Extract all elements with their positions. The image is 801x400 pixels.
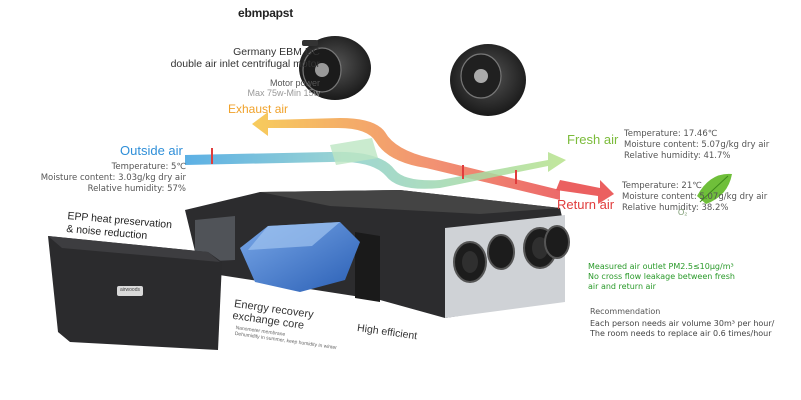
panel-badge-text: airwoods <box>119 287 140 293</box>
motor-title-line1: Germany EBM DC <box>233 46 320 58</box>
fresh-air-info: Temperature: 17.46℃ Moisture content: 5.… <box>624 129 799 162</box>
motor-title: Germany EBM DC double air inlet centrifu… <box>120 46 320 70</box>
motor-power-value: Max 75w-Min 15w <box>247 88 320 98</box>
motor-title-line2: double air inlet centrifugal motor <box>170 58 320 70</box>
return-temperature: Temperature: 21℃ <box>622 181 702 191</box>
measurement-line2: No cross flow leakage between fresh <box>588 272 735 281</box>
return-air-info: Temperature: 21℃ Moisture content: 5.07g… <box>622 181 797 214</box>
fresh-temperature: Temperature: 17.46℃ <box>624 129 718 139</box>
fresh-moisture: Moisture content: 5.07g/kg dry air <box>624 140 770 150</box>
o2-label: O₂ <box>678 208 688 217</box>
fresh-air-label: Fresh air <box>567 132 619 147</box>
motor-power-label: Motor power <box>269 78 320 88</box>
recommendation-text: Each person needs air volume 30m³ per ho… <box>590 319 800 339</box>
outside-moisture: Moisture content: 3.03g/kg dry air <box>40 173 186 183</box>
brand-logo: ebmpapst <box>238 6 294 20</box>
outside-temperature: Temperature: 5℃ <box>111 162 186 172</box>
recommendation-line2: The room needs to replace air 0.6 times/… <box>590 329 772 338</box>
erv-unit-body <box>185 190 570 318</box>
motor-right-image <box>450 44 526 116</box>
return-moisture: Moisture content: 5.07g/kg dry air <box>622 192 768 202</box>
return-air-label: Return air <box>557 197 615 212</box>
outside-air-info: Temperature: 5℃ Moisture content: 3.03g/… <box>30 162 186 195</box>
return-air-arrow <box>556 180 614 204</box>
outside-air-label: Outside air <box>120 143 183 158</box>
fresh-humidity: Relative humidity: 41.7% <box>624 151 731 161</box>
exhaust-air-label: Exhaust air <box>228 102 289 116</box>
motor-left-image <box>299 36 371 100</box>
measurement-line3: air and return air <box>588 282 656 291</box>
epp-panel <box>48 236 222 350</box>
recommendation-title: Recommendation <box>590 307 661 316</box>
fresh-air-flow <box>185 151 566 189</box>
outside-humidity: Relative humidity: 57% <box>87 184 186 194</box>
exchange-cross-box <box>330 138 378 165</box>
measurement-notes: Measured air outlet PM2.5≤10μg/m³ No cro… <box>588 262 798 292</box>
return-humidity: Relative humidity: 38.2% <box>622 203 729 213</box>
recommendation-line1: Each person needs air volume 30m³ per ho… <box>590 319 775 328</box>
measurement-line1: Measured air outlet PM2.5≤10μg/m³ <box>588 262 734 271</box>
